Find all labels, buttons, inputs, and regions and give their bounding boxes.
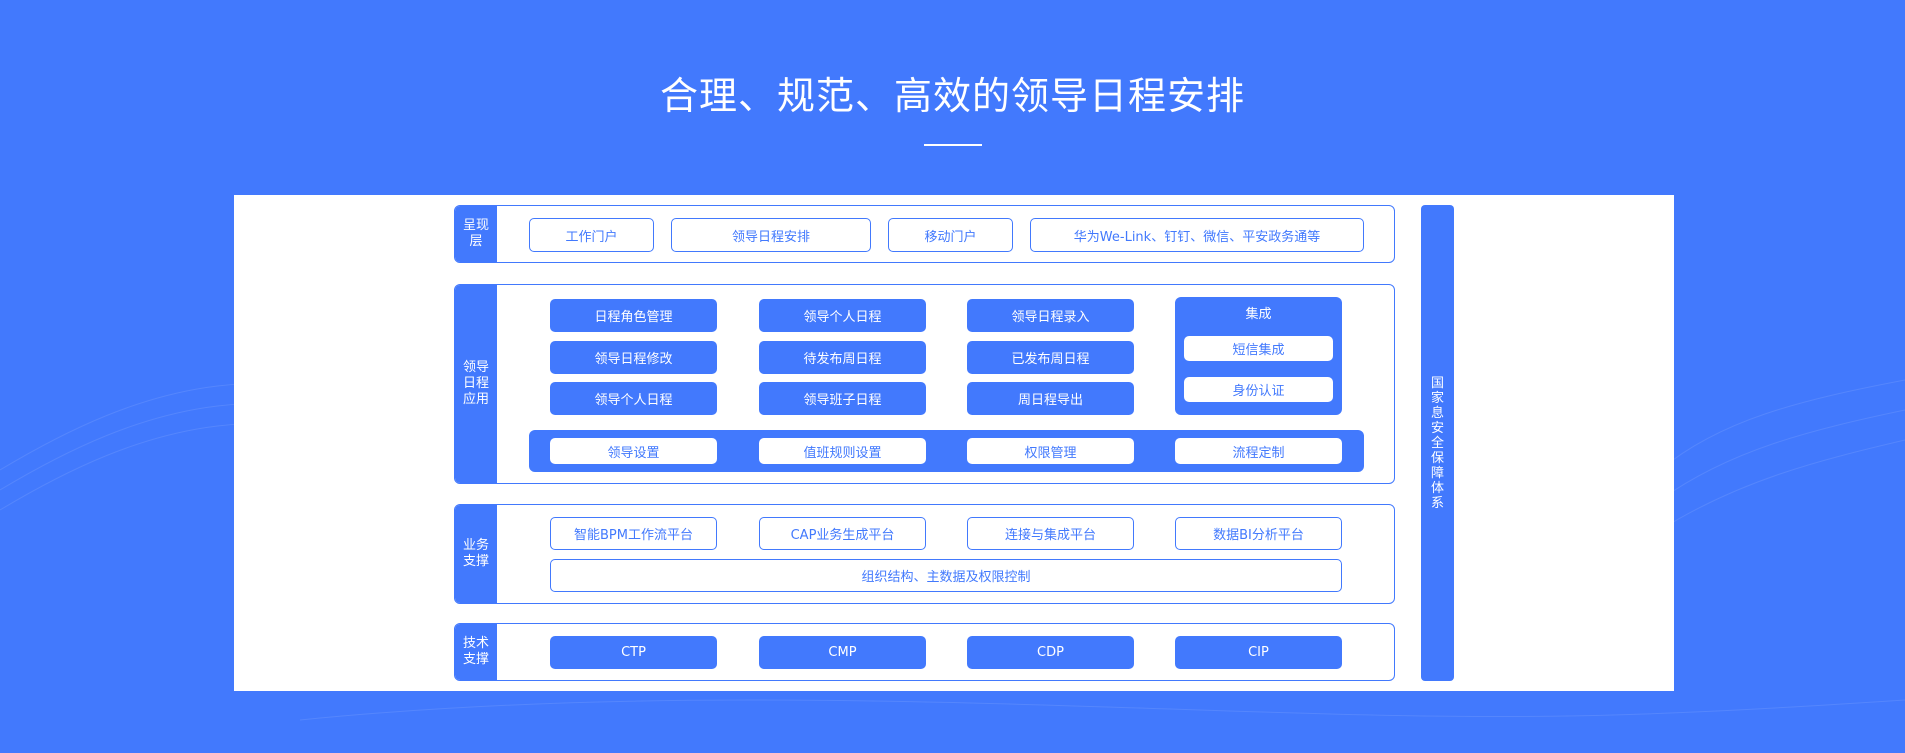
settings-group: 领导设置 值班规则设置 权限管理 流程定制 [529,430,1364,472]
presentation-layer: 呈现层 工作门户 领导日程安排 移动门户 华为We-Link、钉钉、微信、平安政… [454,205,1395,263]
published-weekly-schedule-button[interactable]: 已发布周日程 [967,341,1134,374]
security-system-bar: 国家息安全保障体系 [1421,205,1454,681]
business-layer: 业务支撑 智能BPM工作流平台 CAP业务生成平台 连接与集成平台 数据BI分析… [454,504,1395,604]
tech-layer-label: 技术支撑 [455,624,497,680]
org-masterdata-permission-button[interactable]: 组织结构、主数据及权限控制 [550,559,1342,592]
title-underline [924,144,982,146]
sms-integration-button[interactable]: 短信集成 [1184,336,1333,361]
ctp-button[interactable]: CTP [550,636,717,669]
application-layer: 领导日程应用 日程角色管理 领导个人日程 领导日程录入 领导日程修改 待发布周日… [454,284,1395,484]
workflow-customization-button[interactable]: 流程定制 [1175,438,1342,464]
integration-platform-button[interactable]: 连接与集成平台 [967,517,1134,550]
business-layer-label: 业务支撑 [455,505,497,603]
leadership-team-schedule-button[interactable]: 领导班子日程 [759,382,926,415]
bpm-platform-button[interactable]: 智能BPM工作流平台 [550,517,717,550]
page-title: 合理、规范、高效的领导日程安排 [659,74,1245,118]
work-portal-button[interactable]: 工作门户 [529,218,654,252]
identity-auth-button[interactable]: 身份认证 [1184,377,1333,402]
cmp-button[interactable]: CMP [759,636,926,669]
cip-button[interactable]: CIP [1175,636,1342,669]
permission-management-button[interactable]: 权限管理 [967,438,1134,464]
tech-layer: 技术支撑 CTP CMP CDP CIP [454,623,1395,681]
cap-platform-button[interactable]: CAP业务生成平台 [759,517,926,550]
third-party-apps-button[interactable]: 华为We-Link、钉钉、微信、平安政务通等 [1030,218,1364,252]
schedule-role-management-button[interactable]: 日程角色管理 [550,299,717,332]
leader-schedule-entry-button[interactable]: 领导日程录入 [967,299,1134,332]
pending-weekly-schedule-button[interactable]: 待发布周日程 [759,341,926,374]
duty-rule-settings-button[interactable]: 值班规则设置 [759,438,926,464]
mobile-portal-button[interactable]: 移动门户 [888,218,1013,252]
integration-group: 集成 短信集成 身份认证 [1175,297,1342,415]
bi-platform-button[interactable]: 数据BI分析平台 [1175,517,1342,550]
leader-schedule-edit-button[interactable]: 领导日程修改 [550,341,717,374]
leader-personal-schedule-button-2[interactable]: 领导个人日程 [550,382,717,415]
cdp-button[interactable]: CDP [967,636,1134,669]
weekly-schedule-export-button[interactable]: 周日程导出 [967,382,1134,415]
leader-settings-button[interactable]: 领导设置 [550,438,717,464]
integration-group-title: 集成 [1245,307,1272,322]
application-layer-label: 领导日程应用 [455,285,497,483]
leader-schedule-button[interactable]: 领导日程安排 [671,218,871,252]
leader-personal-schedule-button[interactable]: 领导个人日程 [759,299,926,332]
presentation-layer-label: 呈现层 [455,206,497,262]
